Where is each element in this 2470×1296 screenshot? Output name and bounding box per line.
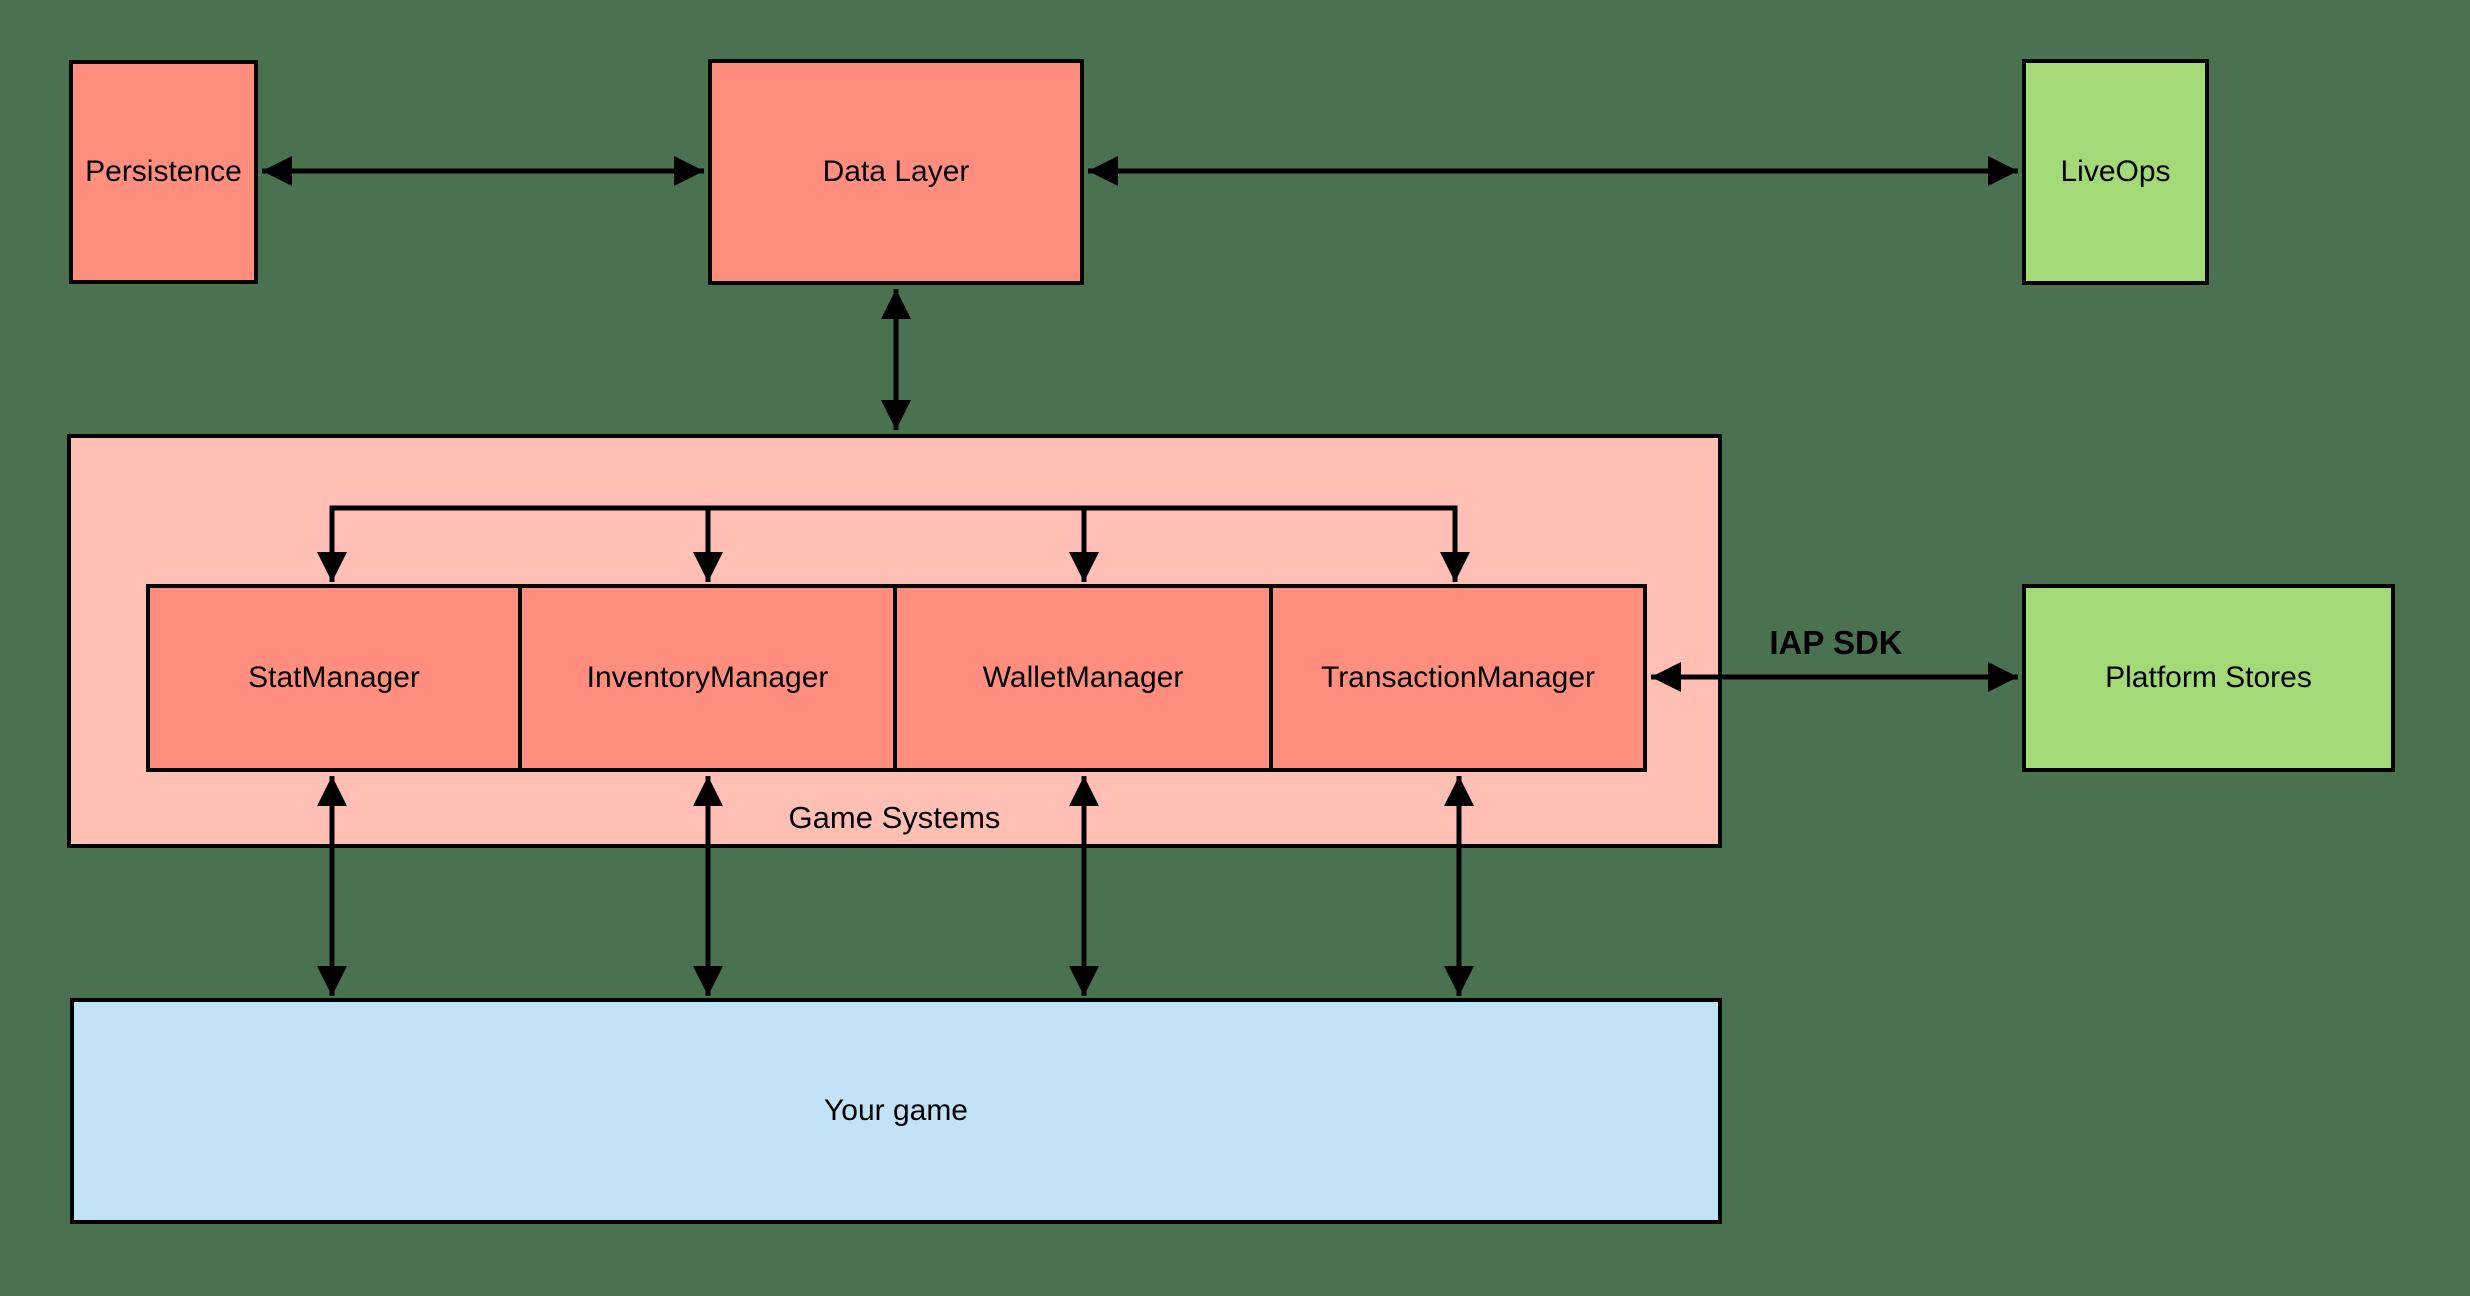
transactionmanager-label: TransactionManager (1320, 661, 1596, 694)
your-game-label: Your game (824, 1094, 968, 1127)
branch-line-managers (317, 505, 1470, 582)
statmanager-node: StatManager (150, 588, 519, 768)
walletmanager-node: WalletManager (893, 588, 1269, 768)
iap-sdk-label: IAP SDK (1769, 624, 1903, 661)
liveops-label: LiveOps (2060, 155, 2171, 188)
transactionmanager-node: TransactionManager (1269, 588, 1643, 768)
persistence-label: Persistence (85, 155, 242, 188)
data-layer-node: Data Layer (708, 59, 1084, 285)
manager-row: StatManager InventoryManager WalletManag… (146, 584, 1647, 772)
inventorymanager-node: InventoryManager (518, 588, 894, 768)
inventorymanager-label: InventoryManager (586, 661, 829, 694)
platform-stores-label: Platform Stores (2105, 661, 2312, 694)
your-game-node: Your game (70, 998, 1722, 1224)
walletmanager-label: WalletManager (982, 661, 1184, 694)
statmanager-label: StatManager (248, 661, 420, 694)
persistence-node: Persistence (69, 60, 258, 284)
data-layer-label: Data Layer (822, 155, 970, 188)
platform-stores-node: Platform Stores (2022, 584, 2395, 772)
liveops-node: LiveOps (2022, 59, 2209, 285)
game-systems-label: Game Systems (788, 800, 1001, 835)
